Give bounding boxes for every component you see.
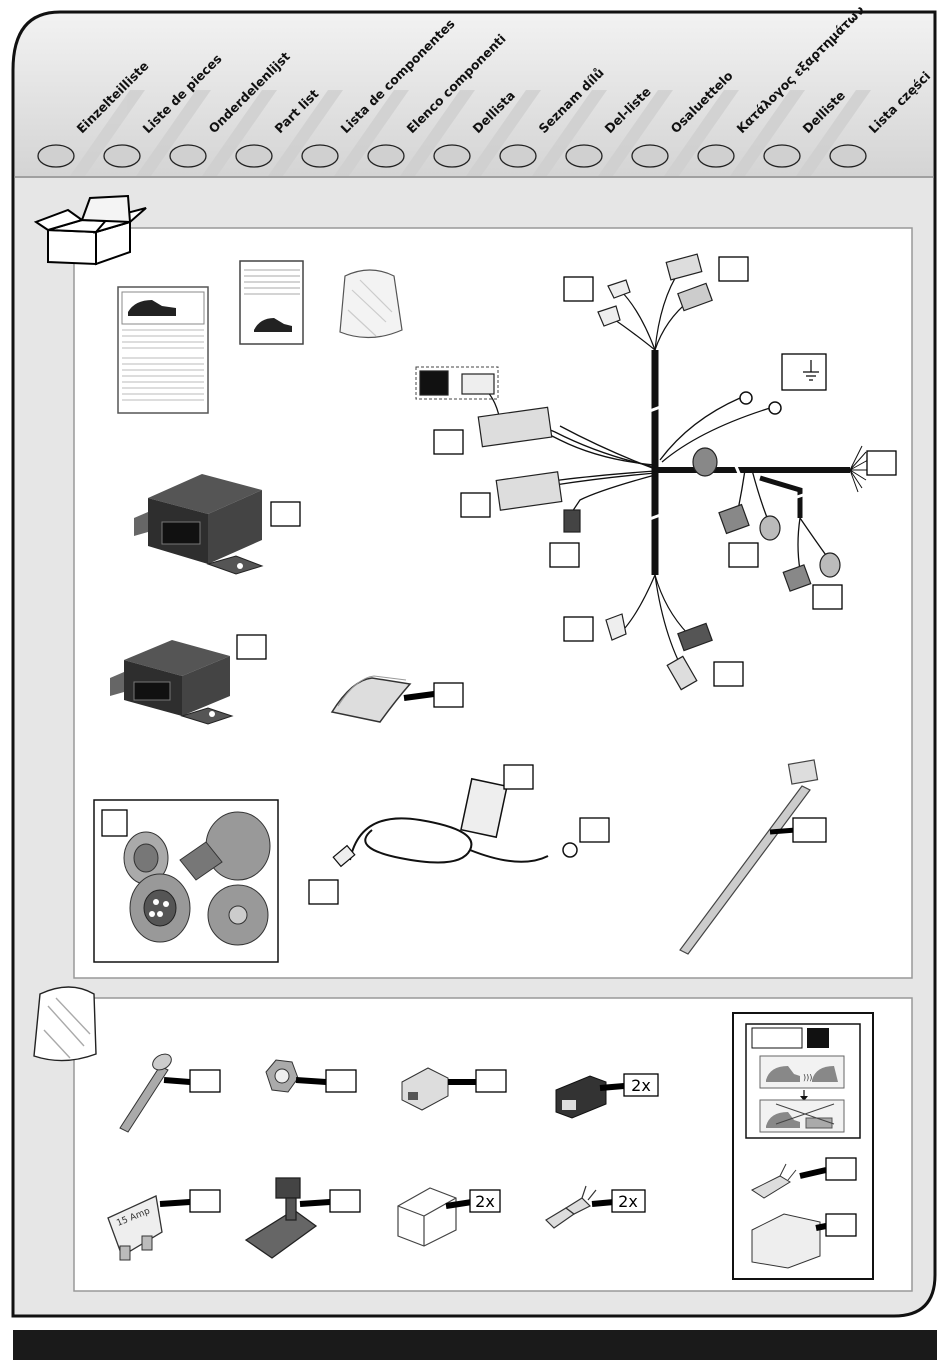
quantity-box-cover: 2x <box>470 1190 500 1212</box>
ground-symbol-icon <box>782 354 826 390</box>
part-number-box-h6 <box>550 543 579 567</box>
part-number-box-fuse-holder <box>330 1190 360 1212</box>
part-number-box-h8 <box>813 585 842 609</box>
part-number-box-h3 <box>434 430 463 454</box>
part-number-box-cable-tie <box>793 818 826 842</box>
part-number-box-adhesive <box>434 683 463 707</box>
language-marker-nl <box>170 145 206 167</box>
language-marker-it <box>368 145 404 167</box>
round-connector <box>693 448 717 476</box>
part-number-box-optional-terminal <box>826 1158 856 1180</box>
part-number-box-module-2 <box>237 635 266 659</box>
part-number-box-cable-1 <box>504 765 533 789</box>
hardware-bag-icon <box>340 270 402 338</box>
part-number-box-optional-housing <box>826 1214 856 1236</box>
quantity-label-terminal: 2x <box>618 1192 638 1211</box>
part-number-box-socket <box>102 810 127 836</box>
footer-bar <box>13 1330 937 1360</box>
part-number-box-h10 <box>714 662 743 686</box>
part-number-box-h9 <box>564 617 593 641</box>
quantity-label-housing: 2x <box>631 1076 651 1095</box>
part-number-box-cable-3 <box>309 880 338 904</box>
connector-lower-right-2 <box>820 553 840 577</box>
bag-icon <box>34 987 96 1061</box>
language-marker-en <box>236 145 272 167</box>
language-marker-de <box>38 145 74 167</box>
part-number-box-h5 <box>867 451 896 475</box>
language-marker-sv <box>434 145 470 167</box>
part-number-box-bolt <box>190 1070 220 1092</box>
optional-parts-box: ))) <box>733 1013 873 1279</box>
language-marker-da <box>566 145 602 167</box>
connector-small-mid <box>564 510 580 532</box>
part-number-box-nut <box>326 1070 356 1092</box>
part-number-box-module-1 <box>271 502 300 526</box>
part-number-box-h1 <box>564 277 593 301</box>
language-marker-cs <box>500 145 536 167</box>
language-marker-pl <box>830 145 866 167</box>
language-marker-el <box>698 145 734 167</box>
connector-lower-mid <box>760 516 780 540</box>
quantity-label-cover: 2x <box>475 1192 495 1211</box>
quantity-box-housing: 2x <box>624 1074 658 1096</box>
svg-text:))): ))) <box>803 1073 812 1082</box>
part-number-box-h7 <box>729 543 758 567</box>
instruction-booklet <box>118 287 208 413</box>
language-marker-no <box>764 145 800 167</box>
fitting-manual <box>240 261 303 344</box>
language-marker-es <box>302 145 338 167</box>
quantity-box-terminal: 2x <box>612 1190 645 1212</box>
part-number-box-plug <box>476 1070 506 1092</box>
socket-set <box>94 800 278 962</box>
part-number-box-h2 <box>719 257 748 281</box>
language-marker-fr <box>104 145 140 167</box>
language-marker-fi <box>632 145 668 167</box>
part-number-box-cable-2 <box>580 818 609 842</box>
part-number-box-h4 <box>461 493 490 517</box>
part-number-box-fuse <box>190 1190 220 1212</box>
